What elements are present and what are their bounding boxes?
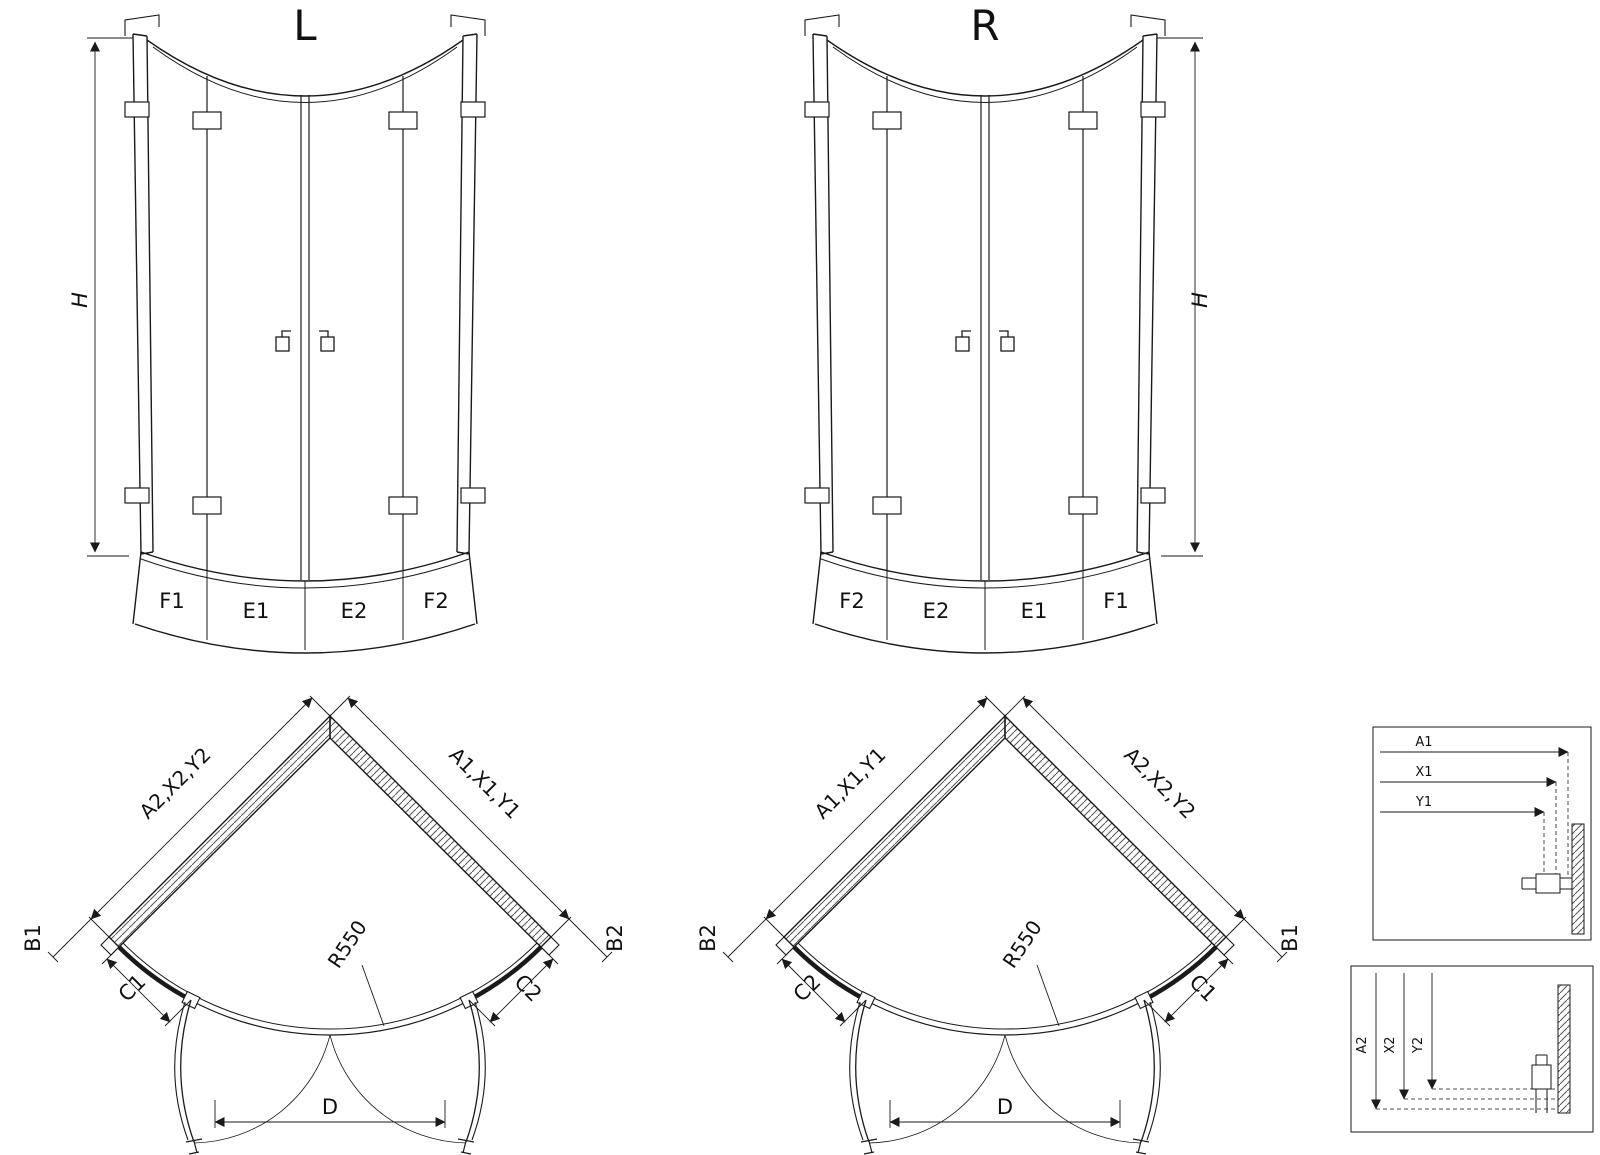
radius-label: R550 — [998, 916, 1047, 973]
detail-label-y1: Y1 — [1415, 795, 1432, 810]
tray-label-e1: E1 — [1021, 599, 1048, 623]
opening-width-label: D — [322, 1095, 338, 1119]
enclosure-plan — [48, 696, 612, 1154]
elevation-right-drawing: R H F2 E2 E1 F1 — [804, 1, 1212, 654]
radius-label: R550 — [323, 916, 372, 973]
profile-section — [1521, 823, 1585, 935]
detail-label-a1: A1 — [1415, 735, 1432, 750]
dim-label-left-wall: A1,X1,Y1 — [810, 743, 891, 824]
dim-label-b-right: B1 — [1278, 924, 1302, 952]
dim-label-c-right: C1 — [1185, 970, 1222, 1007]
detail-label-x2: X2 — [1383, 1036, 1398, 1053]
opening-width-label: D — [997, 1095, 1013, 1119]
tray-label-e2: E2 — [923, 599, 950, 623]
detail-dimension-lines — [1380, 747, 1569, 878]
elevation-left-drawing: L H F1 E1 E2 F2 — [68, 1, 486, 654]
detail-horizontal-drawing: A1 X1 Y1 — [1372, 726, 1592, 941]
detail-label-a2: A2 — [1355, 1036, 1370, 1053]
dim-label-c-left: C1 — [114, 970, 151, 1007]
detail-dimension-lines — [1371, 973, 1558, 1110]
height-dimension — [1157, 37, 1203, 557]
detail-frame — [1350, 965, 1594, 1133]
height-label: H — [68, 292, 92, 308]
detail-frame — [1372, 726, 1592, 941]
tray-label-e2: E2 — [341, 599, 368, 623]
dim-label-c-right: C2 — [510, 970, 547, 1007]
plan-right-drawing: A1,X1,Y1 A2,X2,Y2 B2 B1 C2 C1 R550 D — [696, 690, 1302, 1155]
enclosure-front — [124, 14, 486, 654]
view-title: R — [970, 1, 999, 50]
profile-section — [1531, 984, 1571, 1114]
detail-vertical-drawing: A2 X2 Y2 — [1350, 965, 1594, 1133]
dim-label-right-wall: A2,X2,Y2 — [1119, 743, 1200, 824]
view-title: L — [293, 1, 317, 50]
enclosure-front — [804, 14, 1166, 654]
detail-label-y2: Y2 — [1411, 1037, 1426, 1054]
tray-label-e1: E1 — [243, 599, 270, 623]
enclosure-plan — [723, 696, 1287, 1154]
dim-label-right-wall: A1,X1,Y1 — [444, 743, 525, 824]
height-label: H — [1188, 292, 1212, 308]
tray-label-f2: F2 — [839, 589, 864, 613]
dim-label-b-left: B2 — [696, 924, 720, 952]
dim-label-c-left: C2 — [789, 970, 826, 1007]
detail-label-x1: X1 — [1415, 765, 1432, 780]
dim-label-b-left: B1 — [21, 924, 45, 952]
height-dimension — [87, 37, 133, 557]
dim-label-b-right: B2 — [603, 924, 627, 952]
tray-label-f1: F1 — [1103, 589, 1128, 613]
tray-label-f2: F2 — [423, 589, 448, 613]
plan-left-drawing: A2,X2,Y2 A1,X1,Y1 B1 B2 C1 C2 R550 D — [21, 690, 627, 1155]
dim-label-left-wall: A2,X2,Y2 — [135, 743, 216, 824]
tray-label-f1: F1 — [159, 589, 184, 613]
